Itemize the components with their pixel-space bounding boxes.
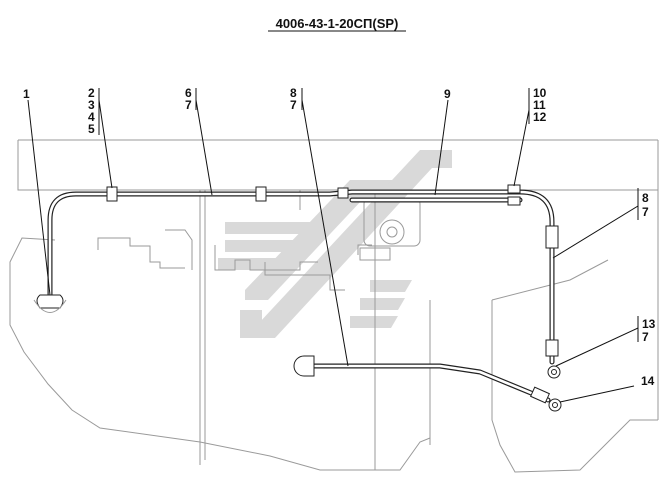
callout-8-right-7: 7 <box>642 205 649 219</box>
callout-3: 3 <box>88 98 95 112</box>
coupling-fitting <box>337 187 349 199</box>
callout-10: 10 <box>533 86 547 100</box>
banjo-fitting-bore <box>552 402 558 408</box>
diagram-title: 4006-43-1-20СП(SP) <box>276 16 399 31</box>
hose-sleeve <box>545 225 559 249</box>
callout-6: 6 <box>185 86 192 100</box>
callout-8-7: 7 <box>290 98 297 112</box>
hose-sleeve <box>529 386 551 404</box>
callout-5: 5 <box>88 122 95 136</box>
watermark-logo <box>218 150 452 338</box>
callout-9: 9 <box>444 87 451 101</box>
callout-4: 4 <box>88 110 95 124</box>
callout-6-7: 7 <box>185 98 192 112</box>
callout-11: 11 <box>533 98 546 112</box>
chamber-housing <box>33 299 67 313</box>
coupling-fitting <box>507 196 521 206</box>
brake-hose-lower <box>311 363 551 403</box>
hose-sleeve <box>545 339 559 357</box>
callout-14: 14 <box>641 374 655 388</box>
clamp-fitting <box>255 186 267 202</box>
callout-8: 8 <box>290 86 297 100</box>
leader-lines <box>27 88 639 403</box>
callout-1: 1 <box>23 87 30 101</box>
body-outline <box>9 190 659 473</box>
brake-chamber-bottom <box>36 294 64 309</box>
fittings <box>33 184 562 412</box>
callout-13: 13 <box>642 317 656 331</box>
banjo-fitting-bore <box>551 369 557 375</box>
callout-8-right: 8 <box>642 191 649 205</box>
coupling-fitting <box>507 184 521 194</box>
frame-rail <box>17 139 659 191</box>
callout-labels: 1 2 3 4 5 6 7 8 7 9 10 11 12 8 7 13 7 14 <box>23 86 656 388</box>
callout-13-7: 7 <box>642 330 649 344</box>
callout-2: 2 <box>88 86 95 100</box>
brake-chamber-left <box>293 355 315 377</box>
callout-12: 12 <box>533 110 547 124</box>
clamp-fitting <box>106 186 118 202</box>
brake-hose-main <box>47 189 555 365</box>
